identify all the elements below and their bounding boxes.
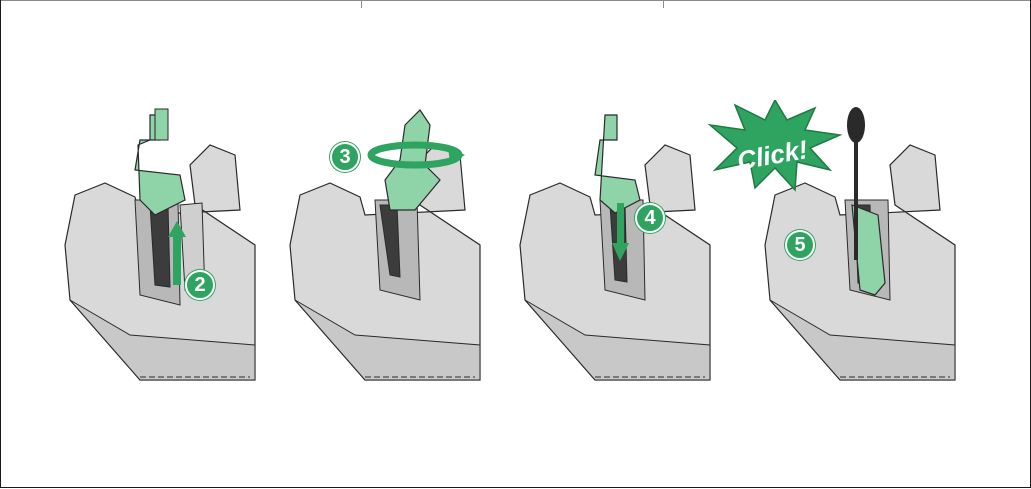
step-panel-4: 4 (515, 105, 715, 385)
step-panel-5 (760, 105, 960, 385)
housing-illustration (764, 107, 956, 381)
step-panel-2: 2 (60, 105, 260, 385)
step-badge: 3 (330, 142, 360, 172)
green-clip (594, 114, 641, 214)
step-badge: 5 (785, 230, 815, 260)
top-rule (0, 0, 1031, 1)
housing-illustration (519, 114, 711, 381)
up-arrow (173, 235, 181, 285)
screwdriver-shaft (854, 140, 858, 260)
column-tick (663, 0, 664, 8)
click-burst-icon (707, 100, 843, 192)
step-badge: 4 (635, 203, 665, 233)
housing-illustration (64, 108, 256, 381)
step-badge: 2 (185, 270, 215, 300)
screwdriver-handle (847, 107, 865, 143)
step-panel-3: 3 (285, 105, 485, 385)
green-clip (384, 109, 441, 211)
green-clip (851, 204, 886, 296)
column-tick (361, 0, 362, 8)
housing-illustration (289, 109, 481, 381)
down-arrow (617, 203, 624, 245)
